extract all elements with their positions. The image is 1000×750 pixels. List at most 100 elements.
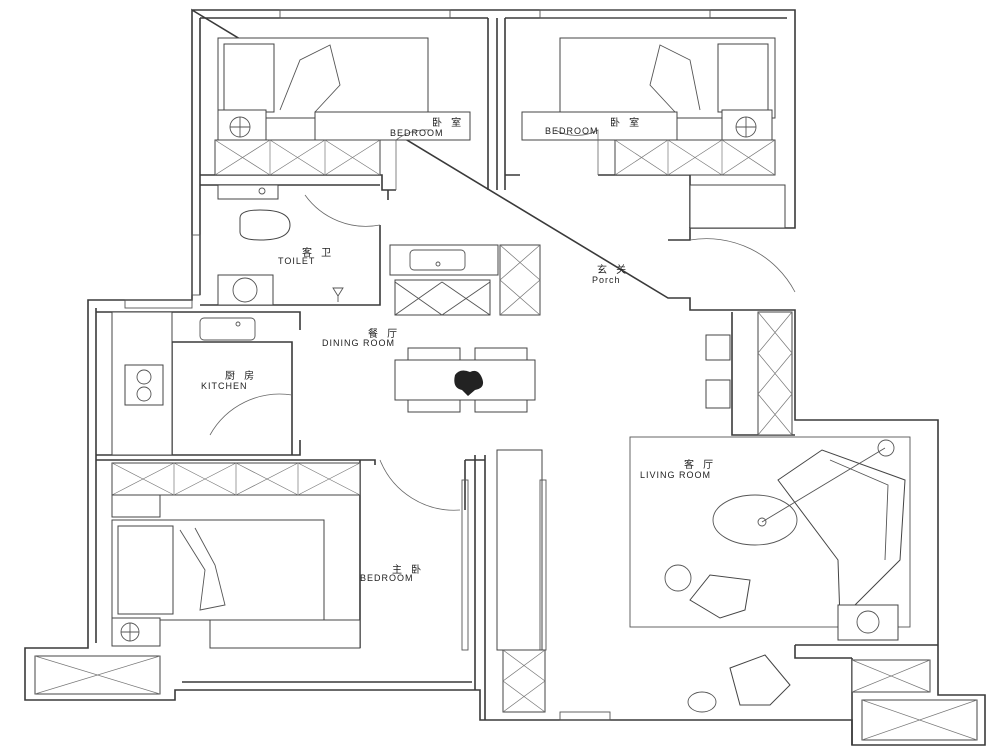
bed-ne-pillow bbox=[717, 43, 769, 113]
wall-bedroom-divider bbox=[487, 18, 506, 190]
side-table bbox=[837, 604, 899, 641]
door-bedroom-ne[interactable] bbox=[554, 129, 599, 175]
dining-chair-3 bbox=[407, 399, 461, 413]
living-room: 客 厅 LIVING ROOM bbox=[629, 436, 911, 641]
window-left bbox=[124, 299, 193, 309]
bed-nw-pillow bbox=[223, 43, 275, 113]
fridge bbox=[394, 279, 491, 316]
window-top-left bbox=[279, 9, 451, 19]
washing-machine-drum-icon bbox=[232, 277, 258, 303]
master-bedroom: 主 卧 BEDROOM bbox=[34, 459, 469, 695]
stove-burner-1-icon bbox=[136, 369, 152, 385]
master-wardrobe-cross bbox=[111, 462, 361, 496]
toilet-en: TOILET bbox=[278, 256, 315, 266]
wall-master-sides bbox=[359, 460, 466, 648]
outer-walls bbox=[24, 8, 986, 746]
storage-bottom bbox=[502, 649, 546, 713]
wardrobe-ne-cross bbox=[614, 139, 776, 176]
lounge-chair[interactable] bbox=[729, 654, 791, 706]
bedroom-ne: 卧 室 BEDROOM bbox=[521, 37, 776, 176]
nightstand-nw bbox=[217, 109, 267, 141]
desk-nw bbox=[314, 111, 471, 141]
bedroom-nw: 卧 室 BEDROOM bbox=[214, 37, 471, 190]
wardrobe-nw-cross bbox=[214, 139, 381, 176]
window-top-right bbox=[539, 9, 711, 19]
dining-area: 餐 厅 DINING ROOM bbox=[322, 244, 541, 413]
tv-wall bbox=[496, 449, 547, 713]
porch-cn: 玄 关 bbox=[597, 263, 629, 276]
fridge-cross bbox=[394, 281, 491, 316]
dining-chair-2 bbox=[474, 347, 528, 361]
plant-icon bbox=[454, 370, 484, 396]
master-en: BEDROOM bbox=[360, 573, 414, 583]
porch-tall-cabinet-cross bbox=[757, 311, 793, 436]
door-kitchen[interactable] bbox=[209, 393, 293, 436]
nightstand-ne bbox=[721, 109, 773, 141]
vanity bbox=[389, 244, 499, 276]
balcony-cabinet-cross bbox=[851, 659, 931, 693]
door-toilet[interactable] bbox=[304, 194, 381, 227]
master-cn: 主 卧 bbox=[392, 563, 424, 576]
porch-en: Porch bbox=[592, 275, 621, 285]
master-lamp-cross bbox=[121, 623, 139, 641]
door-bedroom-nw[interactable] bbox=[395, 129, 431, 190]
toilet-bowl-icon bbox=[239, 209, 291, 241]
kitchen-en: KITCHEN bbox=[201, 381, 248, 391]
stove bbox=[124, 364, 164, 406]
lamp-ne-cross bbox=[736, 117, 756, 137]
side-table-lamp-icon bbox=[856, 610, 880, 634]
master-bed-pillow bbox=[117, 525, 174, 615]
bedroom-nw-cn: 卧 室 bbox=[432, 116, 464, 129]
living-en: LIVING ROOM bbox=[640, 470, 711, 480]
master-bed-blanket bbox=[179, 527, 226, 611]
sofa[interactable] bbox=[777, 449, 906, 622]
coffee-table[interactable] bbox=[712, 494, 798, 546]
shower-icon bbox=[332, 287, 344, 302]
kitchen-tap-icon bbox=[235, 321, 241, 327]
master-desk bbox=[209, 619, 361, 649]
shoe-cabinet bbox=[689, 184, 786, 229]
wall-living-bottom bbox=[794, 644, 938, 659]
porch-stool-2 bbox=[705, 379, 731, 409]
kitchen-sink-icon bbox=[199, 317, 256, 341]
balcony-right-cross bbox=[861, 699, 978, 741]
lounge-stool bbox=[687, 691, 717, 713]
coffee-table-center-icon bbox=[757, 517, 767, 527]
bedroom-ne-en: BEDROOM bbox=[545, 126, 599, 136]
living-cn: 客 厅 bbox=[684, 458, 716, 471]
porch: 玄 关 Porch bbox=[592, 184, 796, 436]
armchair[interactable] bbox=[689, 574, 751, 619]
vanity-drain-icon bbox=[435, 261, 441, 267]
washing-machine bbox=[217, 274, 274, 306]
storage-bottom-cross bbox=[502, 649, 546, 713]
master-sliding-wall bbox=[461, 479, 469, 651]
tv-cabinet bbox=[496, 449, 543, 651]
kitchen-cn: 厨 房 bbox=[225, 369, 257, 382]
bed-nw-blanket bbox=[279, 44, 341, 113]
living-rug bbox=[629, 436, 911, 628]
floor-lamp-icon bbox=[877, 439, 895, 457]
wall-corridor bbox=[474, 455, 486, 720]
dining-en: DINING ROOM bbox=[322, 338, 395, 348]
toilet: 客 卫 TOILET bbox=[217, 184, 381, 306]
door-master[interactable] bbox=[379, 459, 461, 511]
kitchen: 厨 房 KITCHEN bbox=[111, 311, 293, 456]
bedroom-nw-en: BEDROOM bbox=[390, 128, 444, 138]
master-nightstand bbox=[111, 617, 161, 647]
window-bottom bbox=[559, 711, 611, 721]
balcony-south bbox=[687, 654, 978, 741]
sofa-back bbox=[829, 459, 889, 561]
floor-lamp-arm bbox=[761, 447, 886, 523]
dining-chair-1 bbox=[407, 347, 461, 361]
porch-stool-1 bbox=[705, 334, 731, 361]
dining-chair-4 bbox=[474, 399, 528, 413]
dining-cn: 餐 厅 bbox=[368, 327, 400, 340]
stove-burner-2-icon bbox=[136, 386, 152, 402]
balcony-left-cross bbox=[34, 655, 161, 695]
side-stool bbox=[664, 564, 692, 592]
door-entrance[interactable] bbox=[689, 238, 796, 293]
vanity-sink-icon bbox=[409, 249, 466, 271]
window-toilet bbox=[191, 234, 201, 296]
